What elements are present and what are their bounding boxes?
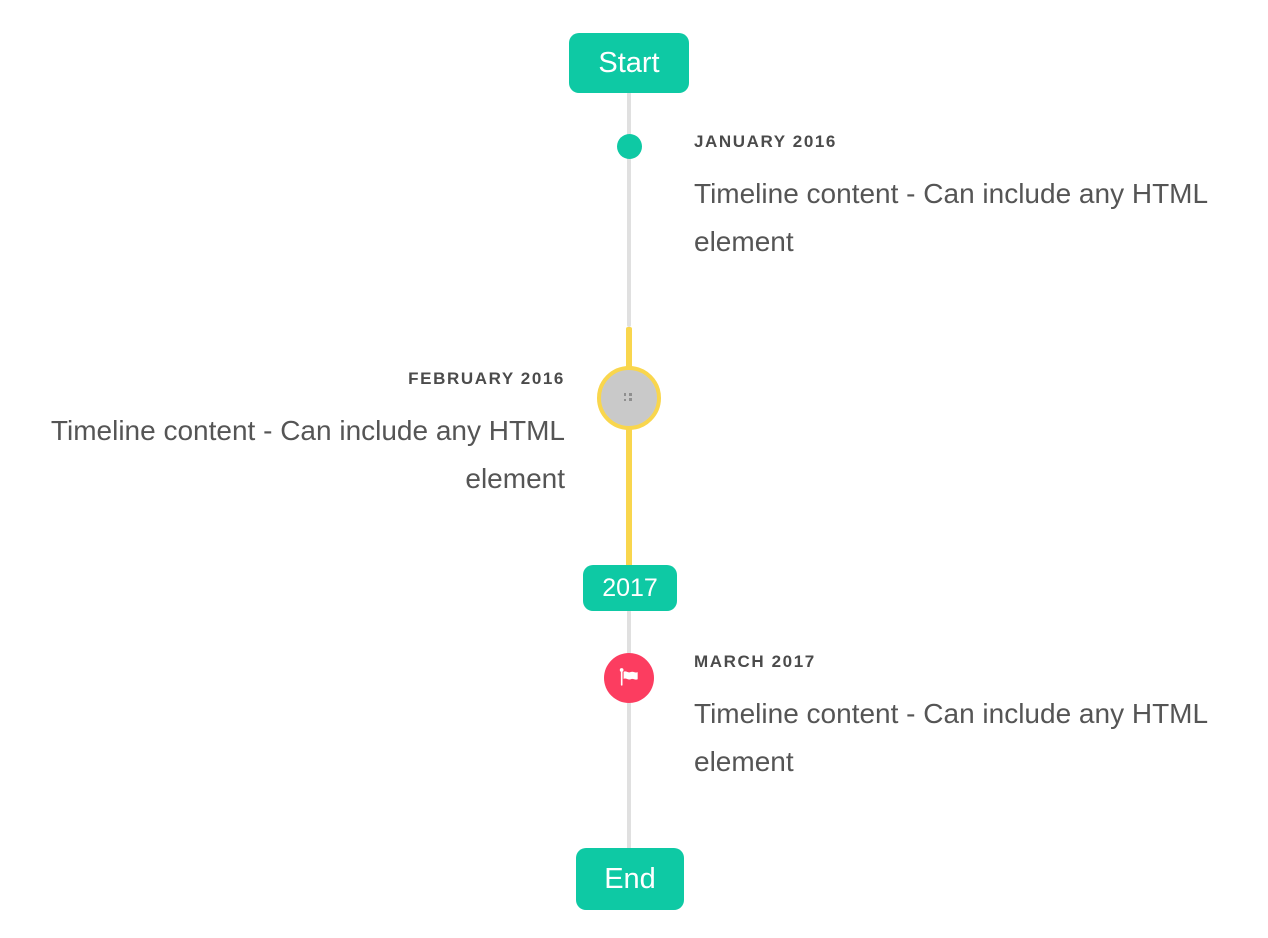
timeline-end-label: End [576,848,684,910]
event-marker-flag [604,653,654,703]
broken-image-icon [624,393,632,401]
event-content: Timeline content - Can include any HTML … [694,698,1208,777]
timeline-event: FEBRUARY 2016 Timeline content - Can inc… [35,368,565,503]
event-marker-dot [617,134,642,159]
timeline-line-segment [627,610,631,850]
timeline-event: JANUARY 2016 Timeline content - Can incl… [694,131,1224,266]
start-label-text: Start [598,46,660,79]
timeline-event: MARCH 2017 Timeline content - Can includ… [694,651,1224,786]
year-badge-text: 2017 [602,573,658,602]
event-content: Timeline content - Can include any HTML … [50,415,565,494]
timeline-year-badge: 2017 [583,565,677,611]
timeline-start-label: Start [569,33,689,93]
flag-icon [619,668,638,686]
event-date: JANUARY 2016 [694,132,837,151]
event-marker-image [597,366,661,430]
end-label-text: End [604,862,656,895]
timeline-line-segment-highlighted [626,327,632,567]
event-content: Timeline content - Can include any HTML … [694,178,1208,257]
event-date: FEBRUARY 2016 [408,369,565,388]
event-date: MARCH 2017 [694,652,816,671]
timeline-line-segment [627,92,631,327]
